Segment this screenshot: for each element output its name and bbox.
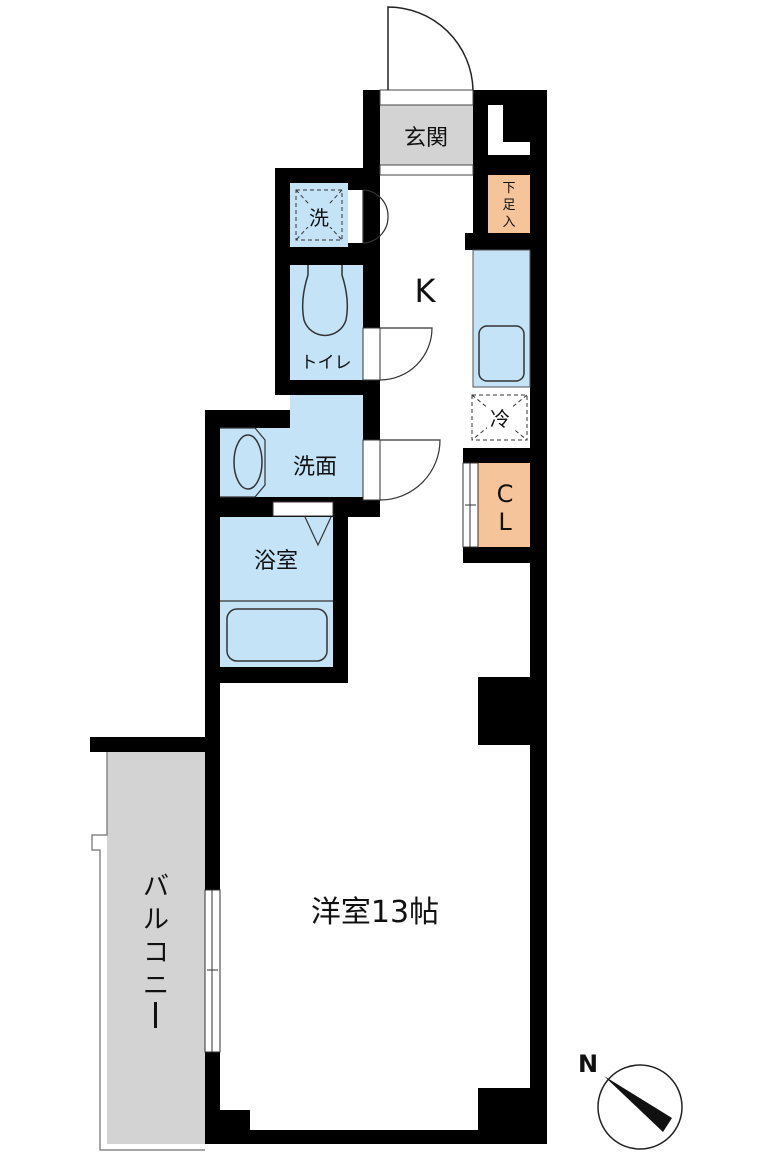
kitchen-label: K (415, 272, 437, 310)
closet: C L (462, 462, 530, 548)
washer-label: 洗 (309, 206, 329, 230)
fridge-space: 冷 (471, 394, 528, 441)
north-arrow-icon (604, 1076, 672, 1132)
bathroom: 浴室 (220, 516, 333, 667)
compass: N (578, 1050, 683, 1150)
toilet-door (379, 327, 433, 381)
shoe-box-label: 下 (502, 181, 515, 196)
folding-door (362, 189, 389, 244)
front-door (387, 6, 474, 91)
balcony-label-dash (154, 1002, 157, 1028)
entrance-label: 玄関 (404, 126, 448, 151)
balcony-label: バ (143, 872, 169, 902)
washroom-door (379, 439, 441, 501)
balcony: バ ル コ ニ (90, 737, 220, 1151)
washroom-label: 洗面 (293, 455, 337, 480)
western-room-label: 洋室13帖 (311, 895, 439, 930)
washroom: 洗面 (220, 395, 441, 517)
fridge-label: 冷 (490, 407, 510, 431)
bathroom-label: 浴室 (254, 549, 298, 574)
closet-label: C (497, 480, 514, 508)
kitchen-counter (472, 249, 531, 388)
toilet: トイレ (290, 265, 433, 381)
balcony-label: ニ (143, 971, 169, 1001)
closet-label: L (498, 508, 512, 536)
toilet-label: トイレ (301, 353, 352, 373)
balcony-label: コ (143, 938, 169, 968)
l-shape-mark (488, 105, 530, 155)
walls (205, 90, 547, 1144)
sink (478, 325, 525, 382)
balcony-window (204, 889, 221, 1053)
shoe-box: 下 足 入 (473, 175, 530, 233)
balcony-label: ル (143, 905, 169, 935)
washer-space: 洗 (290, 183, 389, 247)
shoe-box-label: 入 (502, 215, 515, 230)
entrance: 玄関 (379, 6, 530, 176)
compass-north-label: N (578, 1050, 598, 1078)
bathtub (226, 608, 328, 662)
shoe-box-label: 足 (502, 198, 515, 213)
